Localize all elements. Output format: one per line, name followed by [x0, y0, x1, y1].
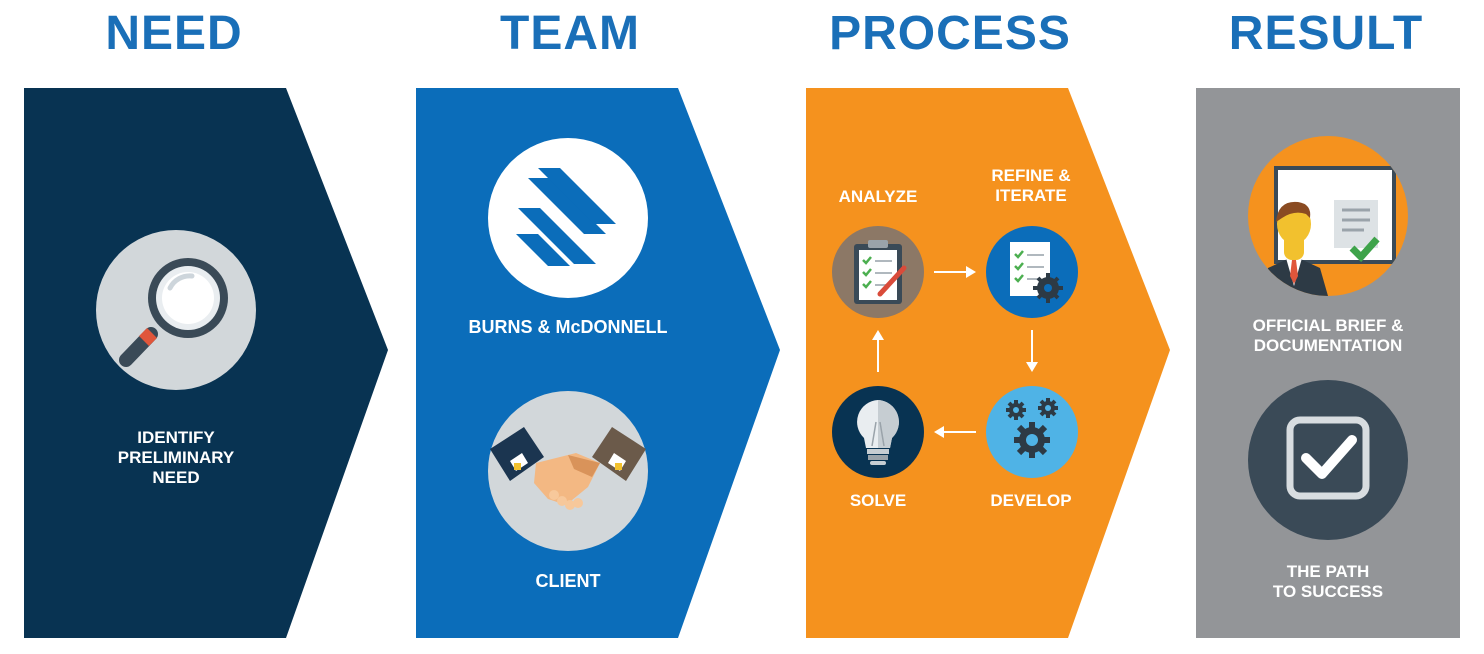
stage-result: OFFICIAL BRIEF & DOCUMENTATION THE PATH …: [1196, 88, 1460, 638]
burns-mcdonnell-logo-circle: [488, 138, 648, 298]
stage-process: ANALYZE REFINE & ITERATE: [806, 88, 1170, 638]
burns-mcdonnell-logo-icon: [516, 168, 616, 266]
clipboard-checklist-icon: [854, 240, 907, 304]
client-label: CLIENT: [535, 571, 601, 591]
refine-icon-circle: [986, 226, 1078, 318]
process-analyze-label: ANALYZE: [838, 187, 918, 206]
gears-icon: [1006, 398, 1058, 458]
success-label: THE PATH TO SUCCESS: [1272, 562, 1384, 601]
presenter-icon: [1262, 166, 1396, 296]
develop-icon-circle: [986, 386, 1078, 478]
client-icon-circle: [488, 391, 648, 551]
heading-process: PROCESS: [829, 7, 1071, 60]
heading-team: TEAM: [500, 7, 640, 60]
analyze-icon-circle: [832, 226, 924, 318]
stage-team: BURNS & McDONNELL CLIENT: [416, 88, 780, 638]
arrow-up-icon: [872, 330, 884, 372]
arrow-right-icon: [934, 266, 976, 278]
brief-icon-circle: [1248, 136, 1408, 296]
success-icon-circle: [1248, 380, 1408, 540]
document-gear-icon: [1010, 242, 1063, 303]
process-solve-label: SOLVE: [849, 491, 907, 510]
burns-mcdonnell-label: BURNS & McDONNELL: [468, 317, 668, 337]
handshake-icon: [490, 427, 646, 510]
heading-need: NEED: [105, 7, 243, 60]
stage-need: IDENTIFY PRELIMINARY NEED: [24, 88, 388, 638]
need-icon-circle: [96, 230, 256, 390]
arrow-down-icon: [1026, 330, 1038, 372]
checkbox-icon: [1286, 416, 1370, 500]
stage-process-chevron: [806, 88, 1170, 638]
magnifying-glass-icon: [119, 258, 228, 367]
solve-icon-circle: [832, 386, 924, 478]
lightbulb-icon: [857, 400, 899, 465]
need-label: IDENTIFY PRELIMINARY NEED: [117, 428, 235, 487]
process-develop-label: DEVELOP: [990, 491, 1072, 510]
brief-label: OFFICIAL BRIEF & DOCUMENTATION: [1252, 316, 1404, 355]
heading-result: RESULT: [1228, 7, 1424, 60]
arrow-left-icon: [934, 426, 976, 438]
process-refine-label: REFINE & ITERATE: [991, 166, 1071, 205]
